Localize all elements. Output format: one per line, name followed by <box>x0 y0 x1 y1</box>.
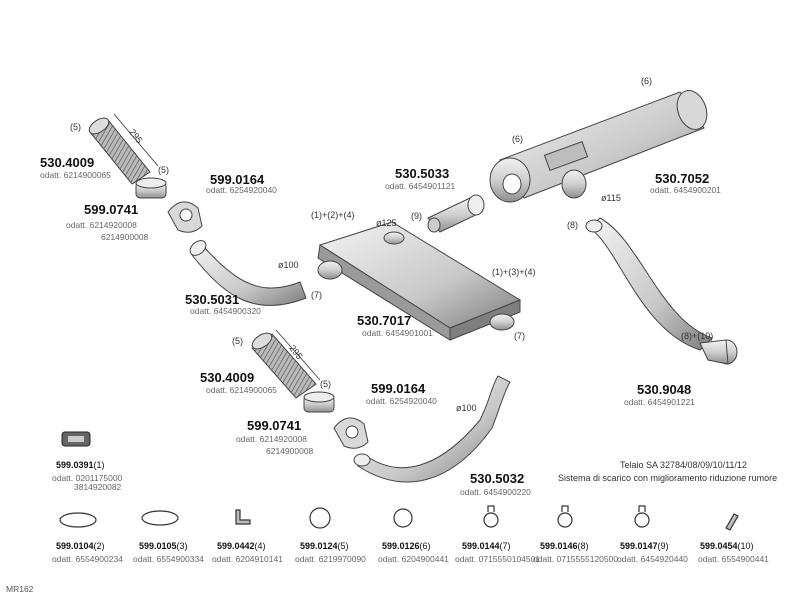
bottom-part-code: 599.0147(9) <box>620 541 669 551</box>
part-odt: odatt. 6214900065 <box>206 385 277 395</box>
part-code: 530.4009 <box>200 370 255 385</box>
saddle-clamp-icon <box>393 508 413 528</box>
bottom-part-code: 599.0454(10) <box>700 541 754 551</box>
ref-label: (5) <box>232 336 243 346</box>
bottom-part-code: 599.0144(7) <box>462 541 511 551</box>
bottom-part-code: 599.0146(8) <box>540 541 589 551</box>
ref-label: (8)+(10) <box>681 331 714 341</box>
part-code: 530.9048 <box>637 382 692 397</box>
diameter-label: ø125 <box>376 218 397 228</box>
bottom-part-code: 599.0442(4) <box>217 541 266 551</box>
pipe-530-5032 <box>353 375 511 483</box>
part-odt: 6214900008 <box>101 232 149 242</box>
part-code: 530.5033 <box>395 166 450 181</box>
bottom-part-code: 599.0126(6) <box>382 541 431 551</box>
rubber-mount-icon <box>61 431 91 447</box>
bottom-part-odt: odatt. 6554900234 <box>52 554 123 564</box>
bottom-part-odt: odatt. 6554900334 <box>133 554 204 564</box>
sleeve-upper <box>135 177 167 199</box>
hose-clamp-icon <box>483 505 499 528</box>
bottom-part-code: 599.0104(2) <box>56 541 105 551</box>
sleeve-lower <box>303 391 335 413</box>
silencer-530-7017 <box>317 221 522 341</box>
diameter-label: ø100 <box>278 260 299 270</box>
ref-label: (7) <box>311 290 322 300</box>
drawing-id: MR162 <box>6 584 34 594</box>
part-odt: odatt. 6214900065 <box>40 170 111 180</box>
part-odt: odatt. 6454900320 <box>190 306 261 316</box>
part-code: 599.0741 <box>84 202 139 217</box>
part-odt: odatt. 6454901001 <box>362 328 433 338</box>
flex-hose-upper <box>88 113 159 185</box>
part-odt: odatt. 6454900220 <box>460 487 531 497</box>
hose-clamp-icon <box>634 505 650 528</box>
caption-line2: Sistema di scarico con miglioramento rid… <box>558 473 778 483</box>
pipe-530-9048 <box>585 217 738 365</box>
part-odt: odatt. 6454901121 <box>385 181 456 191</box>
part-odt: odatt. 6214920008 <box>236 434 307 444</box>
bottom-part-odt: odatt. 6554900441 <box>698 554 769 564</box>
part-odt: 3814920082 <box>74 482 122 492</box>
part-code: 599.0164 <box>210 172 265 187</box>
bracket-icon <box>235 509 251 525</box>
silencer-530-7052 <box>489 90 708 203</box>
part-odt: 6214900008 <box>266 446 314 456</box>
part-code: 530.4009 <box>40 155 95 170</box>
clamp-band-icon <box>59 512 97 528</box>
ref-label: (5) <box>158 165 169 175</box>
bottom-part-odt: odatt. 6204900441 <box>378 554 449 564</box>
diameter-label: ø115 <box>601 193 621 203</box>
part-code: 530.7052 <box>655 171 710 186</box>
part-odt: odatt. 6254920040 <box>206 185 277 195</box>
ref-label: (9) <box>411 211 422 221</box>
part-code: 599.0741 <box>247 418 302 433</box>
part-odt: odatt. 6454901221 <box>624 397 695 407</box>
part-code: 599.0391(1) <box>56 460 105 470</box>
ref-label: (5) <box>70 122 81 132</box>
diameter-label: ø100 <box>456 403 477 413</box>
clamp-band-icon <box>141 510 179 526</box>
pipe-530-5033 <box>427 194 485 233</box>
part-odt: odatt. 0201175000 <box>52 473 123 483</box>
bottom-part-odt: odatt. 0715555120500 <box>533 554 619 564</box>
spring-clip-icon <box>725 513 739 531</box>
bottom-part-odt: odatt. 6454920440 <box>617 554 688 564</box>
ref-label: (6) <box>641 76 652 86</box>
part-odt: odatt. 6214920008 <box>66 220 137 230</box>
flex-hose-lower <box>251 329 321 399</box>
ref-label: (1)+(2)+(4) <box>311 210 355 220</box>
saddle-clamp-icon <box>309 507 331 529</box>
clamp-lower <box>333 417 369 449</box>
bottom-part-code: 599.0105(3) <box>139 541 188 551</box>
part-odt: odatt. 6454900201 <box>650 185 721 195</box>
clamp-upper <box>167 201 203 233</box>
ref-label: (6) <box>512 134 523 144</box>
ref-label: (1)+(3)+(4) <box>492 267 536 277</box>
bottom-part-odt: odatt. 0715550104501 <box>455 554 541 564</box>
part-odt: odatt. 6254920040 <box>366 396 437 406</box>
bottom-part-odt: odatt. 6204910141 <box>212 554 283 564</box>
part-code: 530.5031 <box>185 292 240 307</box>
part-code: 599.0164 <box>371 381 426 396</box>
bottom-row-icons <box>59 505 739 531</box>
hose-clamp-icon <box>557 505 573 528</box>
bottom-part-code: 599.0124(5) <box>300 541 349 551</box>
ref-label: (8) <box>567 220 578 230</box>
ref-label: (7) <box>514 331 525 341</box>
pipe-530-5031 <box>189 240 307 306</box>
part-code: 530.7017 <box>357 313 412 328</box>
ref-label: (5) <box>320 379 331 389</box>
bottom-part-odt: odatt. 6219970090 <box>295 554 366 564</box>
part-code: 530.5032 <box>470 471 525 486</box>
caption-line1: Telaio SA 32784/08/09/10/11/12 <box>620 460 747 470</box>
